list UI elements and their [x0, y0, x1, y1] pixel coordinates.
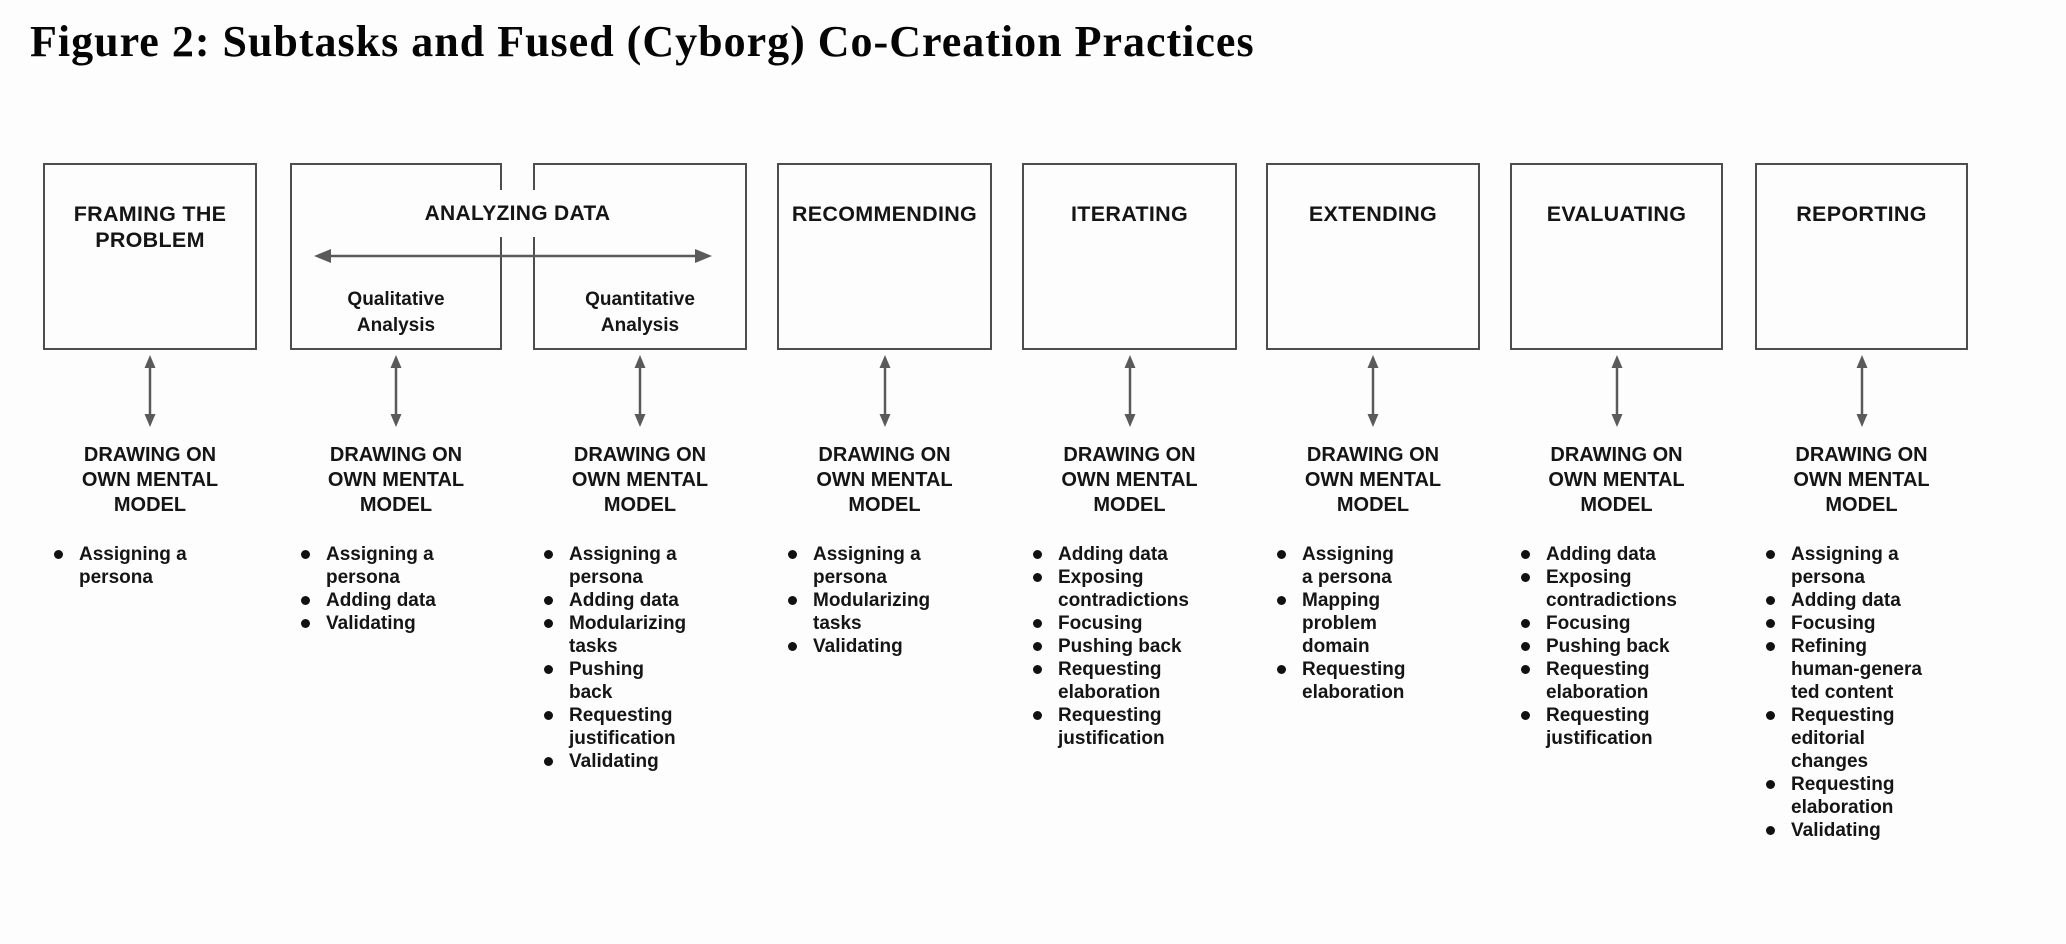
- double-arrow-vertical-icon: [390, 355, 402, 427]
- practice-item: Validating: [1763, 819, 1978, 842]
- task-box-label: ITERATING: [1071, 202, 1188, 226]
- practice-item: Pushing back: [541, 658, 757, 704]
- column-evaluating: EVALUATING DRAWING ON OWN MENTAL MODEL A…: [1510, 0, 1723, 944]
- task-box-label: FRAMING THE PROBLEM: [73, 202, 227, 252]
- practice-item: Adding data: [1518, 543, 1733, 566]
- practice-list: Assigning a persona: [51, 543, 267, 589]
- column-qualitative-analysis: Qualitative Analysis DRAWING ON OWN MENT…: [290, 0, 502, 944]
- subtask-label: Qualitative Analysis: [347, 289, 445, 336]
- task-box: EVALUATING: [1510, 163, 1723, 350]
- column-quantitative-analysis: Quantitative Analysis DRAWING ON OWN MEN…: [533, 0, 747, 944]
- double-arrow-vertical-icon: [1367, 355, 1379, 427]
- practice-item: Adding data: [1030, 543, 1247, 566]
- mental-model-heading: DRAWING ON OWN MENTAL MODEL: [81, 444, 219, 516]
- practice-item: Focusing: [1518, 612, 1733, 635]
- double-arrow-vertical-icon: [1611, 355, 1622, 427]
- mental-model-heading: DRAWING ON OWN MENTAL MODEL: [571, 444, 709, 516]
- practice-item: Adding data: [1763, 589, 1978, 612]
- mental-model-heading: DRAWING ON OWN MENTAL MODEL: [1548, 444, 1685, 516]
- practice-item: Exposing contradictions: [1030, 566, 1247, 612]
- task-box: Qualitative Analysis: [290, 163, 502, 350]
- task-box: RECOMMENDING: [777, 163, 992, 350]
- subtask-label: Quantitative Analysis: [585, 289, 695, 336]
- double-arrow-vertical-icon: [144, 355, 156, 427]
- task-box: EXTENDING: [1266, 163, 1480, 350]
- task-box-label: REPORTING: [1796, 202, 1927, 226]
- practice-item: Adding data: [298, 589, 512, 612]
- task-box: ITERATING: [1022, 163, 1237, 350]
- double-arrow-vertical-icon: [879, 355, 890, 427]
- practice-item: Requesting justification: [541, 704, 757, 750]
- practice-item: Exposing contradictions: [1518, 566, 1733, 612]
- double-arrow-vertical-icon: [1856, 355, 1867, 427]
- practice-item: Refining human-genera ted content: [1763, 635, 1978, 704]
- practice-item: Pushing back: [1518, 635, 1733, 658]
- practice-item: Requesting elaboration: [1030, 658, 1247, 704]
- practice-item: Requesting elaboration: [1518, 658, 1733, 704]
- practice-item: Modularizing tasks: [785, 589, 1002, 635]
- practice-item: Mapping problem domain: [1274, 589, 1490, 658]
- practice-item: Requesting justification: [1030, 704, 1247, 750]
- practice-item: Assigning a persona: [51, 543, 267, 589]
- task-box-label: RECOMMENDING: [791, 202, 978, 226]
- practice-item: Requesting elaboration: [1763, 773, 1978, 819]
- double-arrow-vertical-icon: [634, 355, 646, 427]
- double-arrow-horizontal-icon: [314, 249, 712, 263]
- mental-model-heading: DRAWING ON OWN MENTAL MODEL: [1793, 444, 1930, 516]
- column-reporting: REPORTING DRAWING ON OWN MENTAL MODEL As…: [1755, 0, 1968, 944]
- practice-item: Assigning a persona: [1763, 543, 1978, 589]
- practice-item: Validating: [298, 612, 512, 635]
- mental-model-heading: DRAWING ON OWN MENTAL MODEL: [327, 444, 465, 516]
- column-iterating: ITERATING DRAWING ON OWN MENTAL MODEL Ad…: [1022, 0, 1237, 944]
- task-box: FRAMING THE PROBLEM: [43, 163, 257, 350]
- practice-item: Adding data: [541, 589, 757, 612]
- mental-model-heading: DRAWING ON OWN MENTAL MODEL: [1304, 444, 1442, 516]
- practice-item: Requesting elaboration: [1274, 658, 1490, 704]
- mental-model-heading: DRAWING ON OWN MENTAL MODEL: [816, 444, 953, 516]
- practice-item: Focusing: [1763, 612, 1978, 635]
- practice-item: Focusing: [1030, 612, 1247, 635]
- double-arrow-vertical-icon: [1124, 355, 1135, 427]
- practice-item: Requesting justification: [1518, 704, 1733, 750]
- column-extending: EXTENDING DRAWING ON OWN MENTAL MODEL As…: [1266, 0, 1480, 944]
- practice-item: Validating: [541, 750, 757, 773]
- practice-item: Assigning a persona: [785, 543, 1002, 589]
- practice-item: Requesting editorial changes: [1763, 704, 1978, 773]
- mental-model-heading: DRAWING ON OWN MENTAL MODEL: [1061, 444, 1198, 516]
- column-recommending: RECOMMENDING DRAWING ON OWN MENTAL MODEL…: [777, 0, 992, 944]
- analyzing-data-group-label: ANALYZING DATA: [402, 190, 633, 237]
- practice-item: Modularizing tasks: [541, 612, 757, 658]
- figure-title: Figure 2: Subtasks and Fused (Cyborg) Co…: [30, 17, 1255, 66]
- column-framing-the-problem: FRAMING THE PROBLEM DRAWING ON OWN MENTA…: [43, 0, 257, 944]
- practice-item: Pushing back: [1030, 635, 1247, 658]
- task-box: REPORTING: [1755, 163, 1968, 350]
- practice-item: Assigning a persona: [541, 543, 757, 589]
- practice-item: Validating: [785, 635, 1002, 658]
- practice-item: Assigning a persona: [1274, 543, 1490, 589]
- task-box-label: EVALUATING: [1546, 202, 1687, 226]
- practice-item: Assigning a persona: [298, 543, 512, 589]
- task-box-label: EXTENDING: [1308, 202, 1438, 226]
